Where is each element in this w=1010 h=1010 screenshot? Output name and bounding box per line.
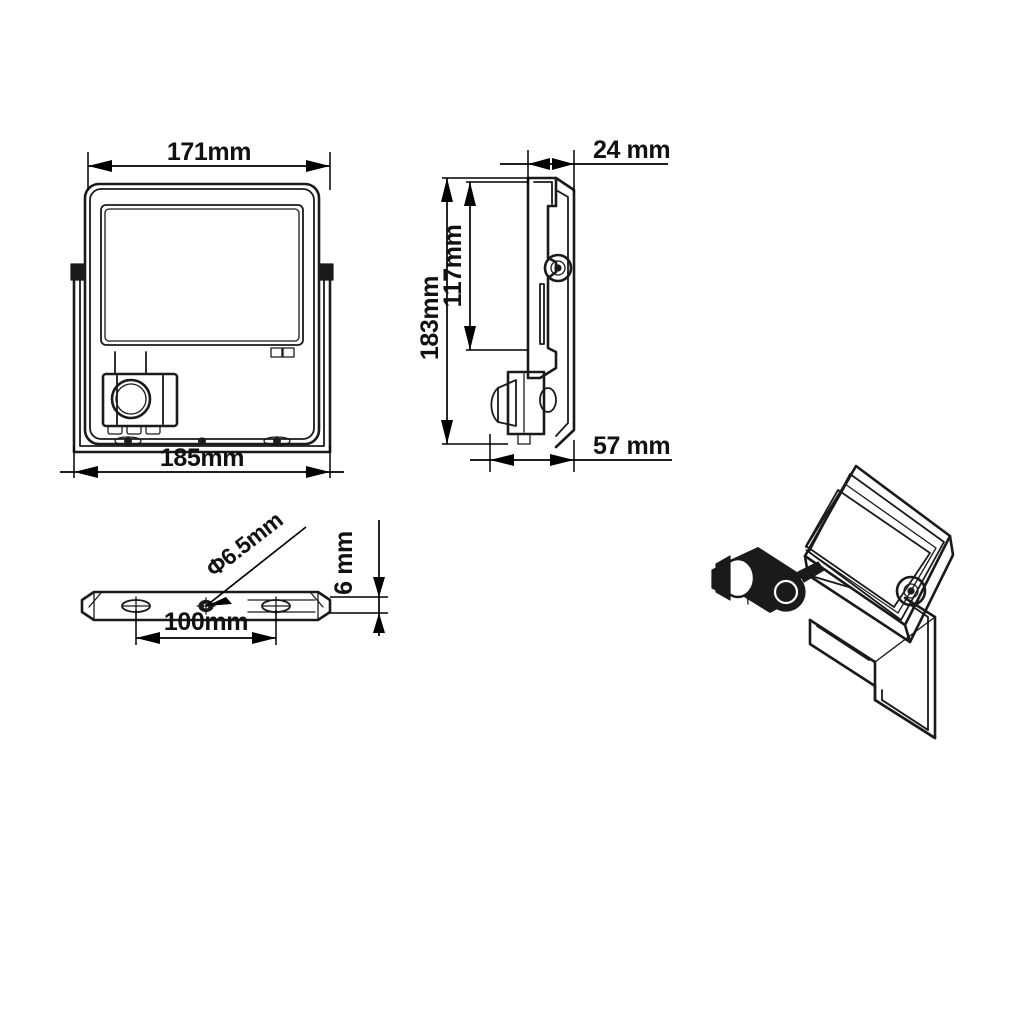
side-view-bracket-profile bbox=[554, 176, 576, 449]
isometric-pir-sensor bbox=[711, 547, 825, 613]
dimension-117mm-label: 117mm bbox=[439, 225, 467, 308]
dimension-24mm-label: 24 mm bbox=[593, 136, 670, 164]
side-view-pivot-hinge bbox=[543, 253, 573, 283]
isometric-view bbox=[711, 464, 955, 740]
front-view: 171mm 185mm bbox=[60, 138, 344, 478]
dimension-185mm: 185mm bbox=[60, 444, 344, 478]
front-view-pir-sensor bbox=[101, 351, 179, 435]
dimension-117mm: 117mm bbox=[439, 181, 528, 351]
dimension-6mm-label: 6 mm bbox=[330, 531, 358, 595]
isometric-pivot-knob bbox=[895, 575, 927, 607]
side-view-pir-sensor bbox=[490, 370, 557, 445]
dimension-57mm: 57 mm bbox=[470, 432, 672, 472]
dimension-171mm: 171mm bbox=[87, 138, 331, 190]
front-view-bottom-fasteners bbox=[114, 436, 291, 446]
side-view-lamp-body bbox=[526, 176, 558, 380]
dimension-24mm: 24 mm bbox=[500, 136, 671, 192]
dimension-100mm: 100mm bbox=[135, 608, 277, 645]
dimension-185mm-label: 185mm bbox=[160, 444, 244, 472]
dimension-100mm-label: 100mm bbox=[164, 608, 248, 636]
isometric-mounting-bracket bbox=[808, 596, 937, 740]
front-view-vent-detail bbox=[270, 347, 295, 358]
side-view: 24 mm 183mm 117mm bbox=[416, 136, 672, 472]
dimension-171mm-label: 171mm bbox=[167, 138, 251, 166]
dimension-183mm-label: 183mm bbox=[416, 276, 444, 360]
dimension-183mm: 183mm bbox=[416, 177, 528, 445]
dimension-6mm: 6 mm bbox=[330, 520, 388, 636]
front-view-lens-panel bbox=[100, 204, 304, 346]
dimension-57mm-label: 57 mm bbox=[593, 432, 670, 460]
